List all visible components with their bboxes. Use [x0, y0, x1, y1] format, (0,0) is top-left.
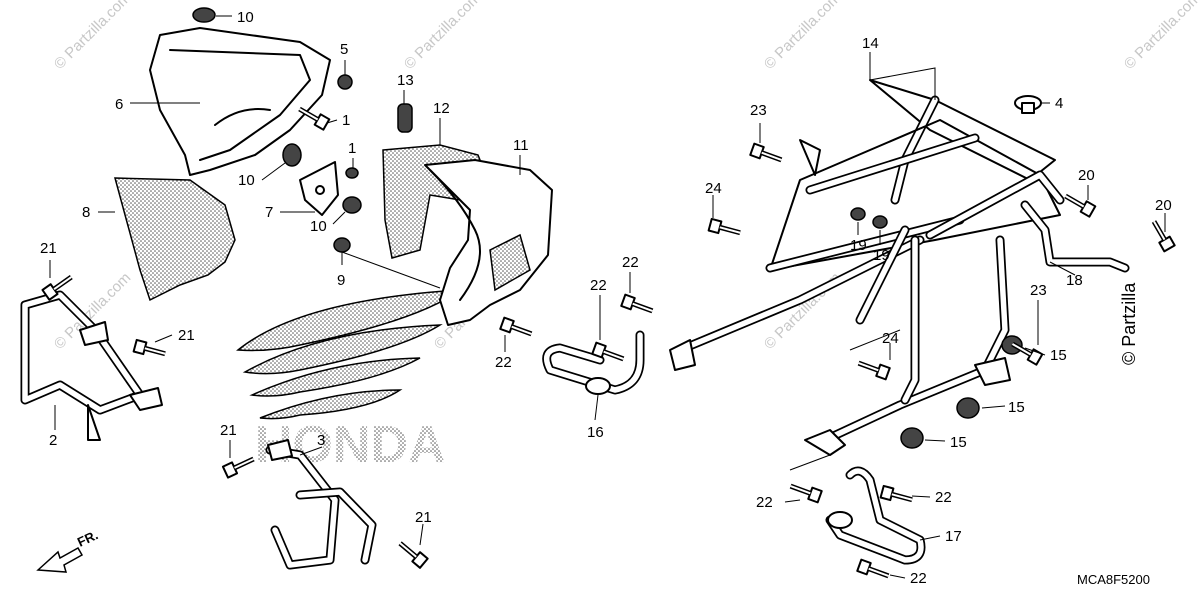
callout-12: 12 — [433, 100, 450, 117]
callout-10: 10 — [237, 9, 254, 26]
callout-10: 10 — [310, 218, 327, 235]
front-direction-arrow: FR. — [36, 527, 100, 573]
callout-23: 23 — [1030, 282, 1047, 299]
watermark-text: © Partzilla.com — [51, 0, 134, 73]
part-7-stay — [299, 161, 339, 216]
callout-24: 24 — [705, 180, 722, 197]
watermark-text: © Partzilla.com — [1121, 0, 1200, 73]
callout-17: 17 — [945, 528, 962, 545]
callout-22: 22 — [910, 570, 927, 587]
callout-22: 22 — [495, 354, 512, 371]
callout-15: 15 — [1008, 399, 1025, 416]
callout-14: 14 — [862, 35, 879, 52]
honda-wing-emblem: HONDA — [236, 289, 463, 474]
part-6-side-cover — [149, 27, 331, 176]
callout-9: 9 — [337, 272, 345, 289]
callout-23: 23 — [750, 102, 767, 119]
callout-2: 2 — [49, 432, 57, 449]
callout-1: 1 — [342, 112, 350, 129]
callout-10: 10 — [238, 172, 255, 189]
callout-8: 8 — [82, 204, 90, 221]
part-17-hook — [825, 466, 926, 565]
callout-21: 21 — [415, 509, 432, 526]
callout-24: 24 — [882, 330, 899, 347]
callouts: 10 6 5 1 13 12 1 11 10 7 10 8 9 21 21 2 … — [40, 9, 1172, 587]
callout-18: 18 — [1066, 272, 1083, 289]
part-16-hook — [542, 330, 645, 395]
callout-6: 6 — [115, 96, 123, 113]
callout-22: 22 — [756, 494, 773, 511]
watermark-text: © Partzilla.com — [761, 0, 844, 73]
part-14-frame — [669, 79, 1065, 456]
callout-13: 13 — [397, 72, 414, 89]
callout-4: 4 — [1055, 95, 1063, 112]
callout-16: 16 — [587, 424, 604, 441]
callout-19: 19 — [850, 237, 867, 254]
callout-21: 21 — [40, 240, 57, 257]
part-2-guard-pipe — [20, 290, 163, 441]
watermark-text: © Partzilla.com — [401, 0, 484, 73]
callout-21: 21 — [178, 327, 195, 344]
part-18-bracket — [1020, 200, 1130, 273]
part-4-cap — [1014, 95, 1042, 114]
callout-22: 22 — [935, 489, 952, 506]
callout-7: 7 — [265, 204, 273, 221]
callout-20: 20 — [1155, 197, 1172, 214]
callout-22: 22 — [590, 277, 607, 294]
callout-19: 19 — [873, 247, 890, 264]
callout-22: 22 — [622, 254, 639, 271]
part-8-insulator — [114, 177, 236, 302]
watermark-side-text: © Partzilla — [1119, 282, 1139, 365]
callout-21: 21 — [220, 422, 237, 439]
callout-1: 1 — [348, 140, 356, 157]
leader-lines — [49, 15, 1166, 579]
callout-3: 3 — [317, 432, 325, 449]
part-10-grommets — [192, 7, 413, 253]
part-3-guard-pipe — [265, 439, 377, 570]
callout-15: 15 — [950, 434, 967, 451]
part-11-cover — [424, 159, 553, 326]
callout-15: 15 — [1050, 347, 1067, 364]
bolts — [42, 104, 1174, 582]
front-label: FR. — [75, 527, 100, 549]
diagram-code: MCA8F5200 — [1077, 572, 1150, 587]
callout-11: 11 — [513, 137, 529, 154]
callout-20: 20 — [1078, 167, 1095, 184]
callout-5: 5 — [340, 41, 348, 58]
